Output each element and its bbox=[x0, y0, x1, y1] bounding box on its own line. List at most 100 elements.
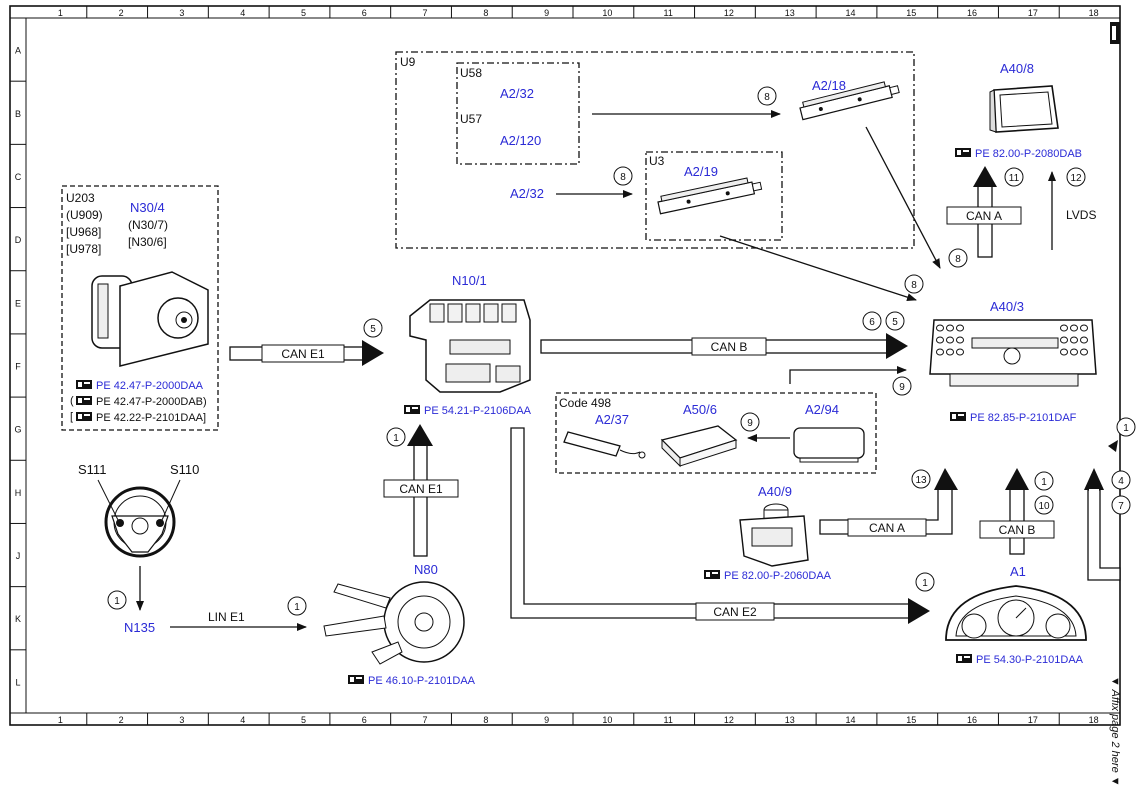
grid-column-label: 17 bbox=[1028, 715, 1038, 725]
grid-column-label: 13 bbox=[785, 8, 795, 18]
controller-a40-9 bbox=[739, 503, 809, 567]
svg-text:U203: U203 bbox=[66, 191, 95, 205]
grid-row-label: E bbox=[15, 298, 21, 308]
component-a50-6-label: A50/6 bbox=[683, 402, 717, 417]
grid-column-label: 7 bbox=[423, 8, 428, 18]
grid-column-label: 1 bbox=[58, 8, 63, 18]
grid-column-label: 14 bbox=[845, 8, 855, 18]
svg-text:CAN E1: CAN E1 bbox=[281, 347, 325, 361]
head-unit-button bbox=[1060, 324, 1068, 332]
grid-column-label: 2 bbox=[119, 715, 124, 725]
bus-can-b-main: CAN B bbox=[540, 333, 908, 359]
drawing-frame: 1122334455667788991010111112121313141415… bbox=[9, 5, 1121, 726]
head-unit-button bbox=[956, 324, 964, 332]
svg-text:PE 42.22-P-2101DAA]: PE 42.22-P-2101DAA] bbox=[96, 412, 206, 424]
marker-8: 8 bbox=[948, 248, 968, 268]
head-unit-button bbox=[946, 336, 954, 344]
svg-text:CAN A: CAN A bbox=[966, 209, 1002, 223]
head-unit-button bbox=[1080, 348, 1088, 356]
marker-8: 8 bbox=[757, 86, 777, 106]
bus-can-e2: CAN E2 bbox=[510, 427, 930, 624]
head-unit-button bbox=[1070, 348, 1078, 356]
grid-row-label: G bbox=[14, 425, 21, 435]
svg-text:1: 1 bbox=[1041, 477, 1047, 488]
abs-unit-n30-4 bbox=[91, 271, 209, 367]
marker-11: 11 bbox=[1004, 167, 1024, 187]
bus-can-a-a40-9: CAN A bbox=[819, 468, 958, 537]
head-unit-button bbox=[1080, 336, 1088, 344]
grid-column-label: 6 bbox=[362, 8, 367, 18]
marker-8: 8 bbox=[613, 166, 633, 186]
svg-text:PE 54.30-P-2101DAA: PE 54.30-P-2101DAA bbox=[976, 654, 1084, 666]
svg-text:[: [ bbox=[70, 411, 73, 423]
grid-column-label: 11 bbox=[663, 715, 672, 725]
marker-9: 9 bbox=[740, 412, 760, 432]
svg-text:6: 6 bbox=[869, 317, 875, 328]
module-a50-6 bbox=[660, 425, 738, 468]
grid-column-label: 12 bbox=[724, 715, 734, 725]
head-unit-button bbox=[1060, 348, 1068, 356]
grid-column-label: 9 bbox=[544, 715, 549, 725]
head-unit-button bbox=[1060, 336, 1068, 344]
svg-text:8: 8 bbox=[955, 254, 961, 265]
head-unit-a40-3 bbox=[929, 319, 1097, 387]
group-u57-label: U57 bbox=[460, 112, 482, 126]
marker-1: 1 bbox=[1116, 417, 1136, 437]
svg-text:1: 1 bbox=[294, 602, 300, 613]
grid-column-label: 7 bbox=[423, 715, 428, 725]
grid-column-label: 5 bbox=[301, 715, 306, 725]
grid-column-label: 5 bbox=[301, 8, 306, 18]
side-note: ▼ Affix page 2 here ▼ bbox=[1104, 672, 1134, 792]
grid-row-label: K bbox=[15, 614, 21, 624]
grid-column-label: 3 bbox=[179, 8, 184, 18]
component-s110-label: S110 bbox=[170, 462, 199, 477]
marker-4: 4 bbox=[1111, 470, 1131, 490]
svg-text:13: 13 bbox=[915, 475, 927, 486]
component-a2-120-label: A2/120 bbox=[500, 133, 541, 148]
grid-column-label: 8 bbox=[483, 8, 488, 18]
marker-8: 8 bbox=[904, 274, 924, 294]
svg-text:CAN E1: CAN E1 bbox=[399, 482, 443, 496]
svg-text:PE 82.85-P-2101DAF: PE 82.85-P-2101DAF bbox=[970, 412, 1077, 424]
group-u58-label: U58 bbox=[460, 66, 482, 80]
marker-7: 7 bbox=[1111, 495, 1131, 515]
grid-row-label: C bbox=[15, 172, 22, 182]
group-u203: U203 (U909) [U968] [U978] N30/4 (N30/7) … bbox=[61, 185, 219, 431]
steering-wheel bbox=[97, 479, 181, 558]
grid-row-label: F bbox=[15, 362, 21, 372]
component-s111-label: S111 bbox=[78, 462, 106, 477]
svg-text:5: 5 bbox=[370, 324, 376, 335]
bus-can-e1-horizontal: CAN E1 bbox=[229, 340, 384, 366]
antenna-module-a2-18 bbox=[799, 81, 900, 121]
head-unit-button bbox=[936, 336, 944, 344]
grid-column-label: 4 bbox=[240, 715, 245, 725]
svg-text:8: 8 bbox=[911, 280, 917, 291]
grid-column-label: 1 bbox=[58, 715, 63, 725]
svg-text:[U968]: [U968] bbox=[66, 225, 101, 239]
bus-can-e1-vertical: CAN E1 bbox=[383, 424, 459, 557]
svg-text:1: 1 bbox=[114, 596, 120, 607]
head-unit-button bbox=[946, 348, 954, 356]
component-a2-94-label: A2/94 bbox=[805, 402, 839, 417]
svg-text:9: 9 bbox=[747, 418, 753, 429]
svg-text:1: 1 bbox=[1123, 423, 1129, 434]
grid-column-label: 13 bbox=[785, 715, 795, 725]
grid-column-label: 12 bbox=[724, 8, 734, 18]
head-unit-button bbox=[936, 348, 944, 356]
component-a2-18-label: A2/18 bbox=[812, 78, 846, 93]
bus-can-a-top: CAN A bbox=[946, 166, 1022, 258]
component-n30-4-label: N30/4 bbox=[130, 200, 165, 215]
svg-text:(: ( bbox=[70, 395, 74, 407]
svg-text:[N30/6]: [N30/6] bbox=[128, 235, 167, 249]
grid-row-label: H bbox=[15, 488, 22, 498]
group-u3-label: U3 bbox=[649, 154, 665, 168]
component-a40-8-label: A40/8 bbox=[1000, 61, 1034, 76]
grid-column-label: 10 bbox=[602, 8, 612, 18]
svg-text:4: 4 bbox=[1118, 476, 1124, 487]
marker-5: 5 bbox=[363, 318, 383, 338]
marker-13: 13 bbox=[911, 469, 931, 489]
marker-1: 1 bbox=[915, 572, 935, 592]
marker-1: 1 bbox=[107, 590, 127, 610]
grid-column-label: 10 bbox=[602, 715, 612, 725]
display-a40-8 bbox=[989, 85, 1059, 133]
